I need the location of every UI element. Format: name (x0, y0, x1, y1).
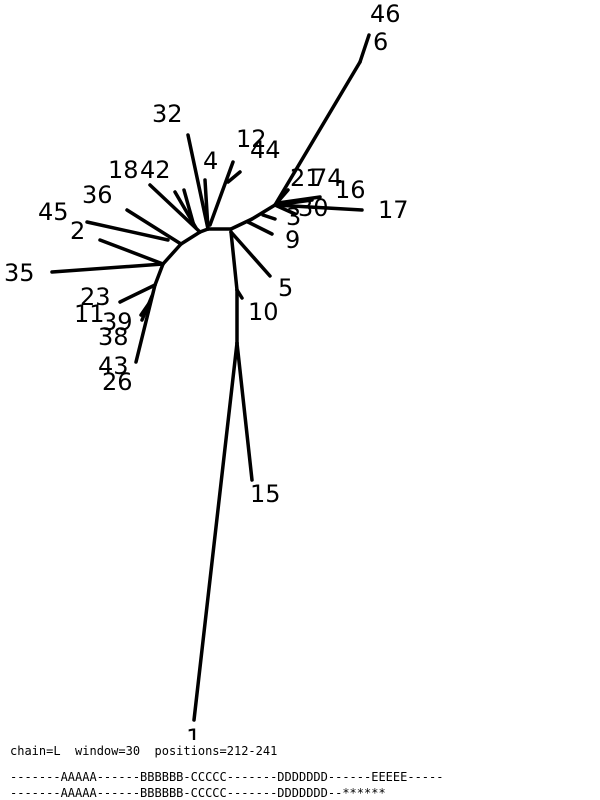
leaf-label-3: 3 (286, 203, 301, 231)
tree-branches (50, 33, 371, 722)
core-edge-181-244-163-264 (161, 242, 183, 266)
branch-5 (229, 230, 272, 278)
leaf-label-21: 21 (290, 164, 321, 192)
stem-237-290-to-231-232 (229, 230, 239, 292)
leaf-label-2: 2 (70, 217, 85, 245)
branch-42b (182, 188, 196, 228)
parameters-line: chain=L window=30 positions=212-241 (10, 744, 278, 758)
leaf-label-36: 36 (82, 181, 113, 209)
leaf-label-4: 4 (203, 147, 218, 175)
branch-18 (148, 183, 202, 234)
leaf-label-15: 15 (250, 480, 281, 508)
phylogenetic-tree: 46 6 32 12 44 4 18 42 21 74 16 36 30 17 … (4, 0, 409, 740)
branch-74 (273, 198, 314, 207)
leaf-label-46: 46 (370, 0, 401, 28)
leaf-label-16: 16 (335, 176, 366, 204)
sequence-annotation-top: -------AAAAA------BBBBBB-CCCCC-------DDD… (10, 770, 444, 784)
leaf-label-43: 43 (98, 352, 129, 380)
branch-6 (273, 60, 362, 207)
leaf-label-42: 42 (140, 156, 171, 184)
leaf-label-39: 39 (102, 308, 133, 336)
branch-10 (235, 288, 244, 300)
branch-46 (358, 33, 371, 64)
leaf-label-5: 5 (278, 274, 293, 302)
leaf-label-26: 26 (102, 368, 133, 396)
branch-36 (125, 208, 183, 246)
branch-35 (50, 262, 165, 274)
leaf-label-17: 17 (378, 196, 409, 224)
leaf-label-32: 32 (152, 100, 183, 128)
branch-17 (273, 203, 364, 212)
leaf-label-38: 38 (98, 323, 129, 351)
tree-leaf-labels: 46 6 32 12 44 4 18 42 21 74 16 36 30 17 … (4, 0, 409, 740)
branch-38 (134, 283, 157, 364)
leaf-label-11: 11 (74, 300, 105, 328)
core-edge-252-219-275-205 (250, 203, 277, 221)
leaf-label-45: 45 (38, 198, 69, 226)
leaf-label-23: 23 (80, 283, 111, 311)
branch-44 (226, 170, 242, 184)
branch-2 (98, 238, 165, 266)
branch-23 (118, 283, 157, 304)
branch-32 (186, 133, 210, 231)
leaf-label-6: 6 (373, 28, 388, 56)
leaf-label-1: 1 (186, 724, 201, 740)
branch-30 (273, 203, 297, 216)
branch-3 (261, 213, 277, 221)
leaf-label-30: 30 (298, 194, 329, 222)
leaf-label-9: 9 (285, 226, 300, 254)
leaf-label-35: 35 (4, 259, 35, 287)
core-edge-200-232-181-244 (179, 230, 202, 246)
core-edge-163-264-155-285 (153, 262, 165, 287)
branch-15 (235, 341, 254, 482)
trunk-to-node-237-343 (192, 341, 239, 722)
branch-45 (85, 220, 170, 242)
leaf-label-44: 44 (250, 136, 281, 164)
branch-9 (246, 220, 274, 236)
leaf-label-74: 74 (312, 164, 343, 192)
sequence-annotation-bottom: -------AAAAA------BBBBBB-CCCCC-------DDD… (10, 786, 386, 800)
leaf-label-18: 18 (108, 156, 139, 184)
branch-12 (208, 160, 235, 227)
branch-4 (203, 178, 210, 231)
leaf-label-12: 12 (236, 125, 267, 153)
leaf-label-10: 10 (248, 298, 279, 326)
